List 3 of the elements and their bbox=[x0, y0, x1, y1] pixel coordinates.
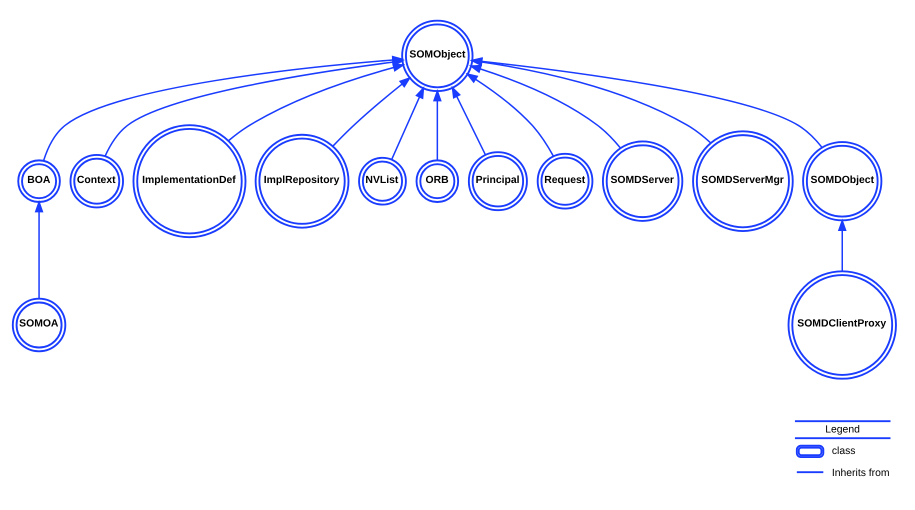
label: Legend bbox=[825, 424, 860, 435]
legend-label: class bbox=[832, 446, 856, 457]
legend-label: Inherits from bbox=[832, 467, 890, 478]
